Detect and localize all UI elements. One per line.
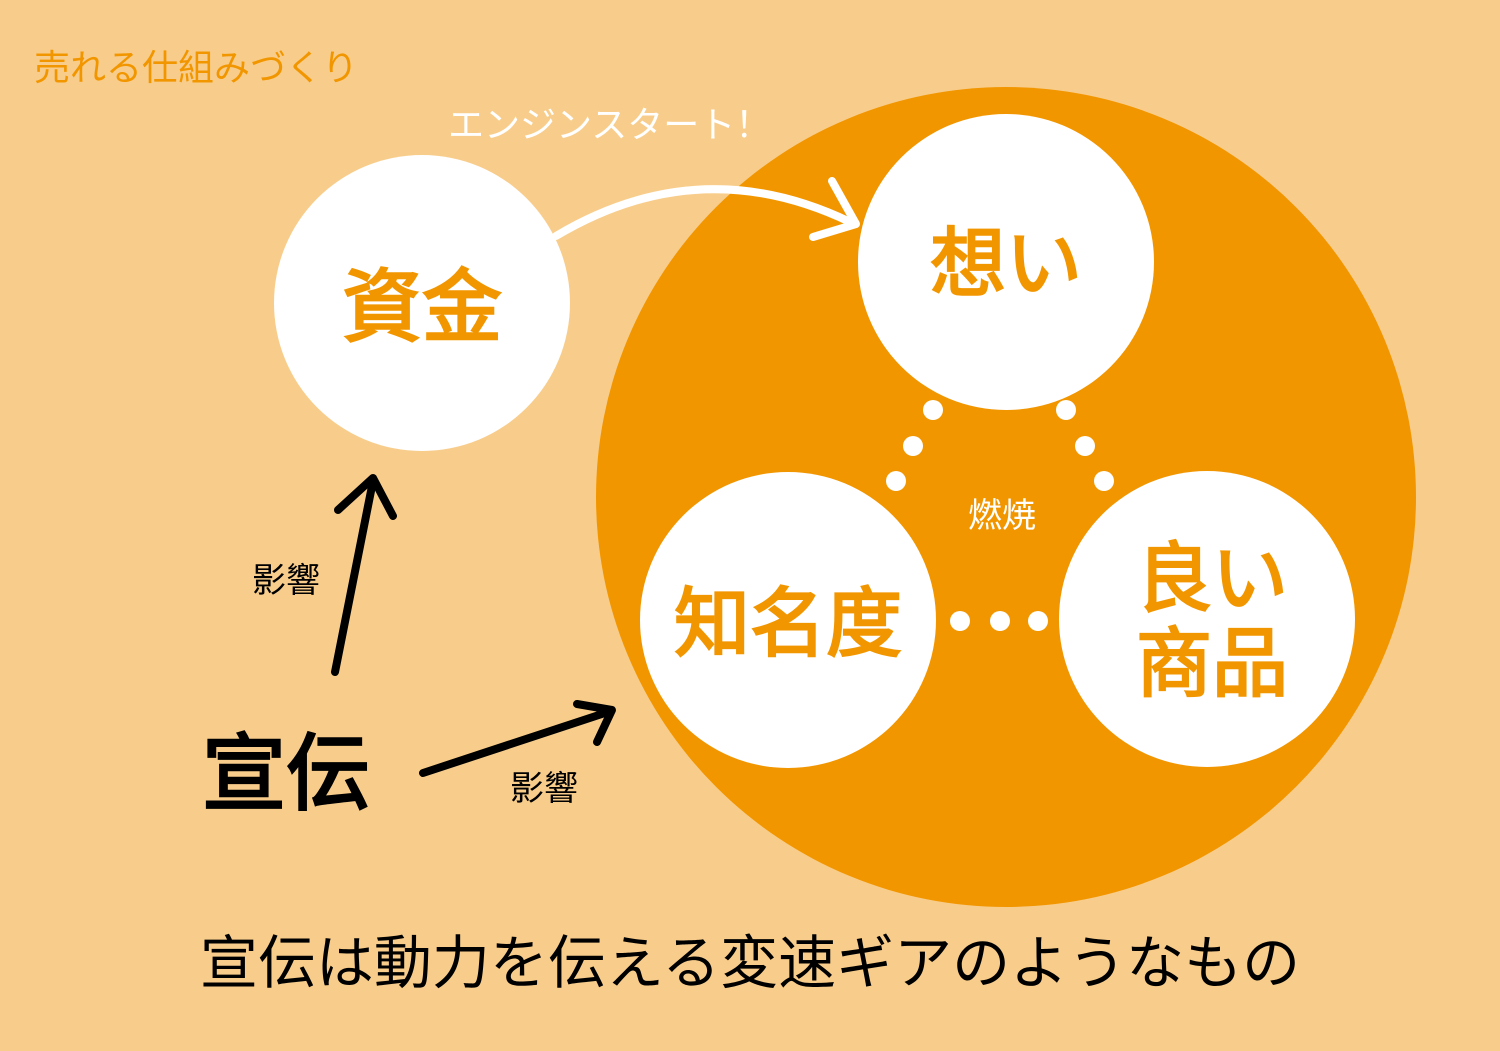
- thoughts-circle: [858, 114, 1154, 410]
- influence-right-label: 影響: [510, 769, 578, 809]
- thoughts-label: 想い: [930, 219, 1082, 308]
- influence-up-arrow-shaft: [331, 482, 376, 676]
- header-subtitle: 売れる仕組みづくり: [34, 48, 358, 89]
- influence-right-arrow-shaft: [419, 708, 612, 777]
- good-product-label-line1: 良い: [1136, 534, 1288, 623]
- engine-start-label: エンジンスタート！: [448, 105, 771, 146]
- influence-up-arrow-head: [334, 474, 397, 520]
- combustion-dots: [886, 400, 1114, 631]
- good-product-circle: [1059, 471, 1355, 767]
- influence-right-arrow-head: [573, 700, 616, 746]
- engine-start-arrow-head: [809, 177, 860, 241]
- awareness-label: 知名度: [674, 579, 902, 668]
- awareness-circle: [640, 472, 936, 768]
- caption: 宣伝は動力を伝える変速ギアのようなもの: [200, 929, 1300, 997]
- funds-circle: [274, 155, 570, 451]
- combustion-label: 燃焼: [968, 496, 1036, 536]
- advertising-label: 宣伝: [202, 725, 370, 823]
- engine-start-arrow-shaft: [552, 185, 854, 240]
- influence-up-label: 影響: [252, 561, 320, 601]
- good-product-label-line2: 商品: [1136, 619, 1288, 708]
- funds-label: 資金: [342, 261, 503, 354]
